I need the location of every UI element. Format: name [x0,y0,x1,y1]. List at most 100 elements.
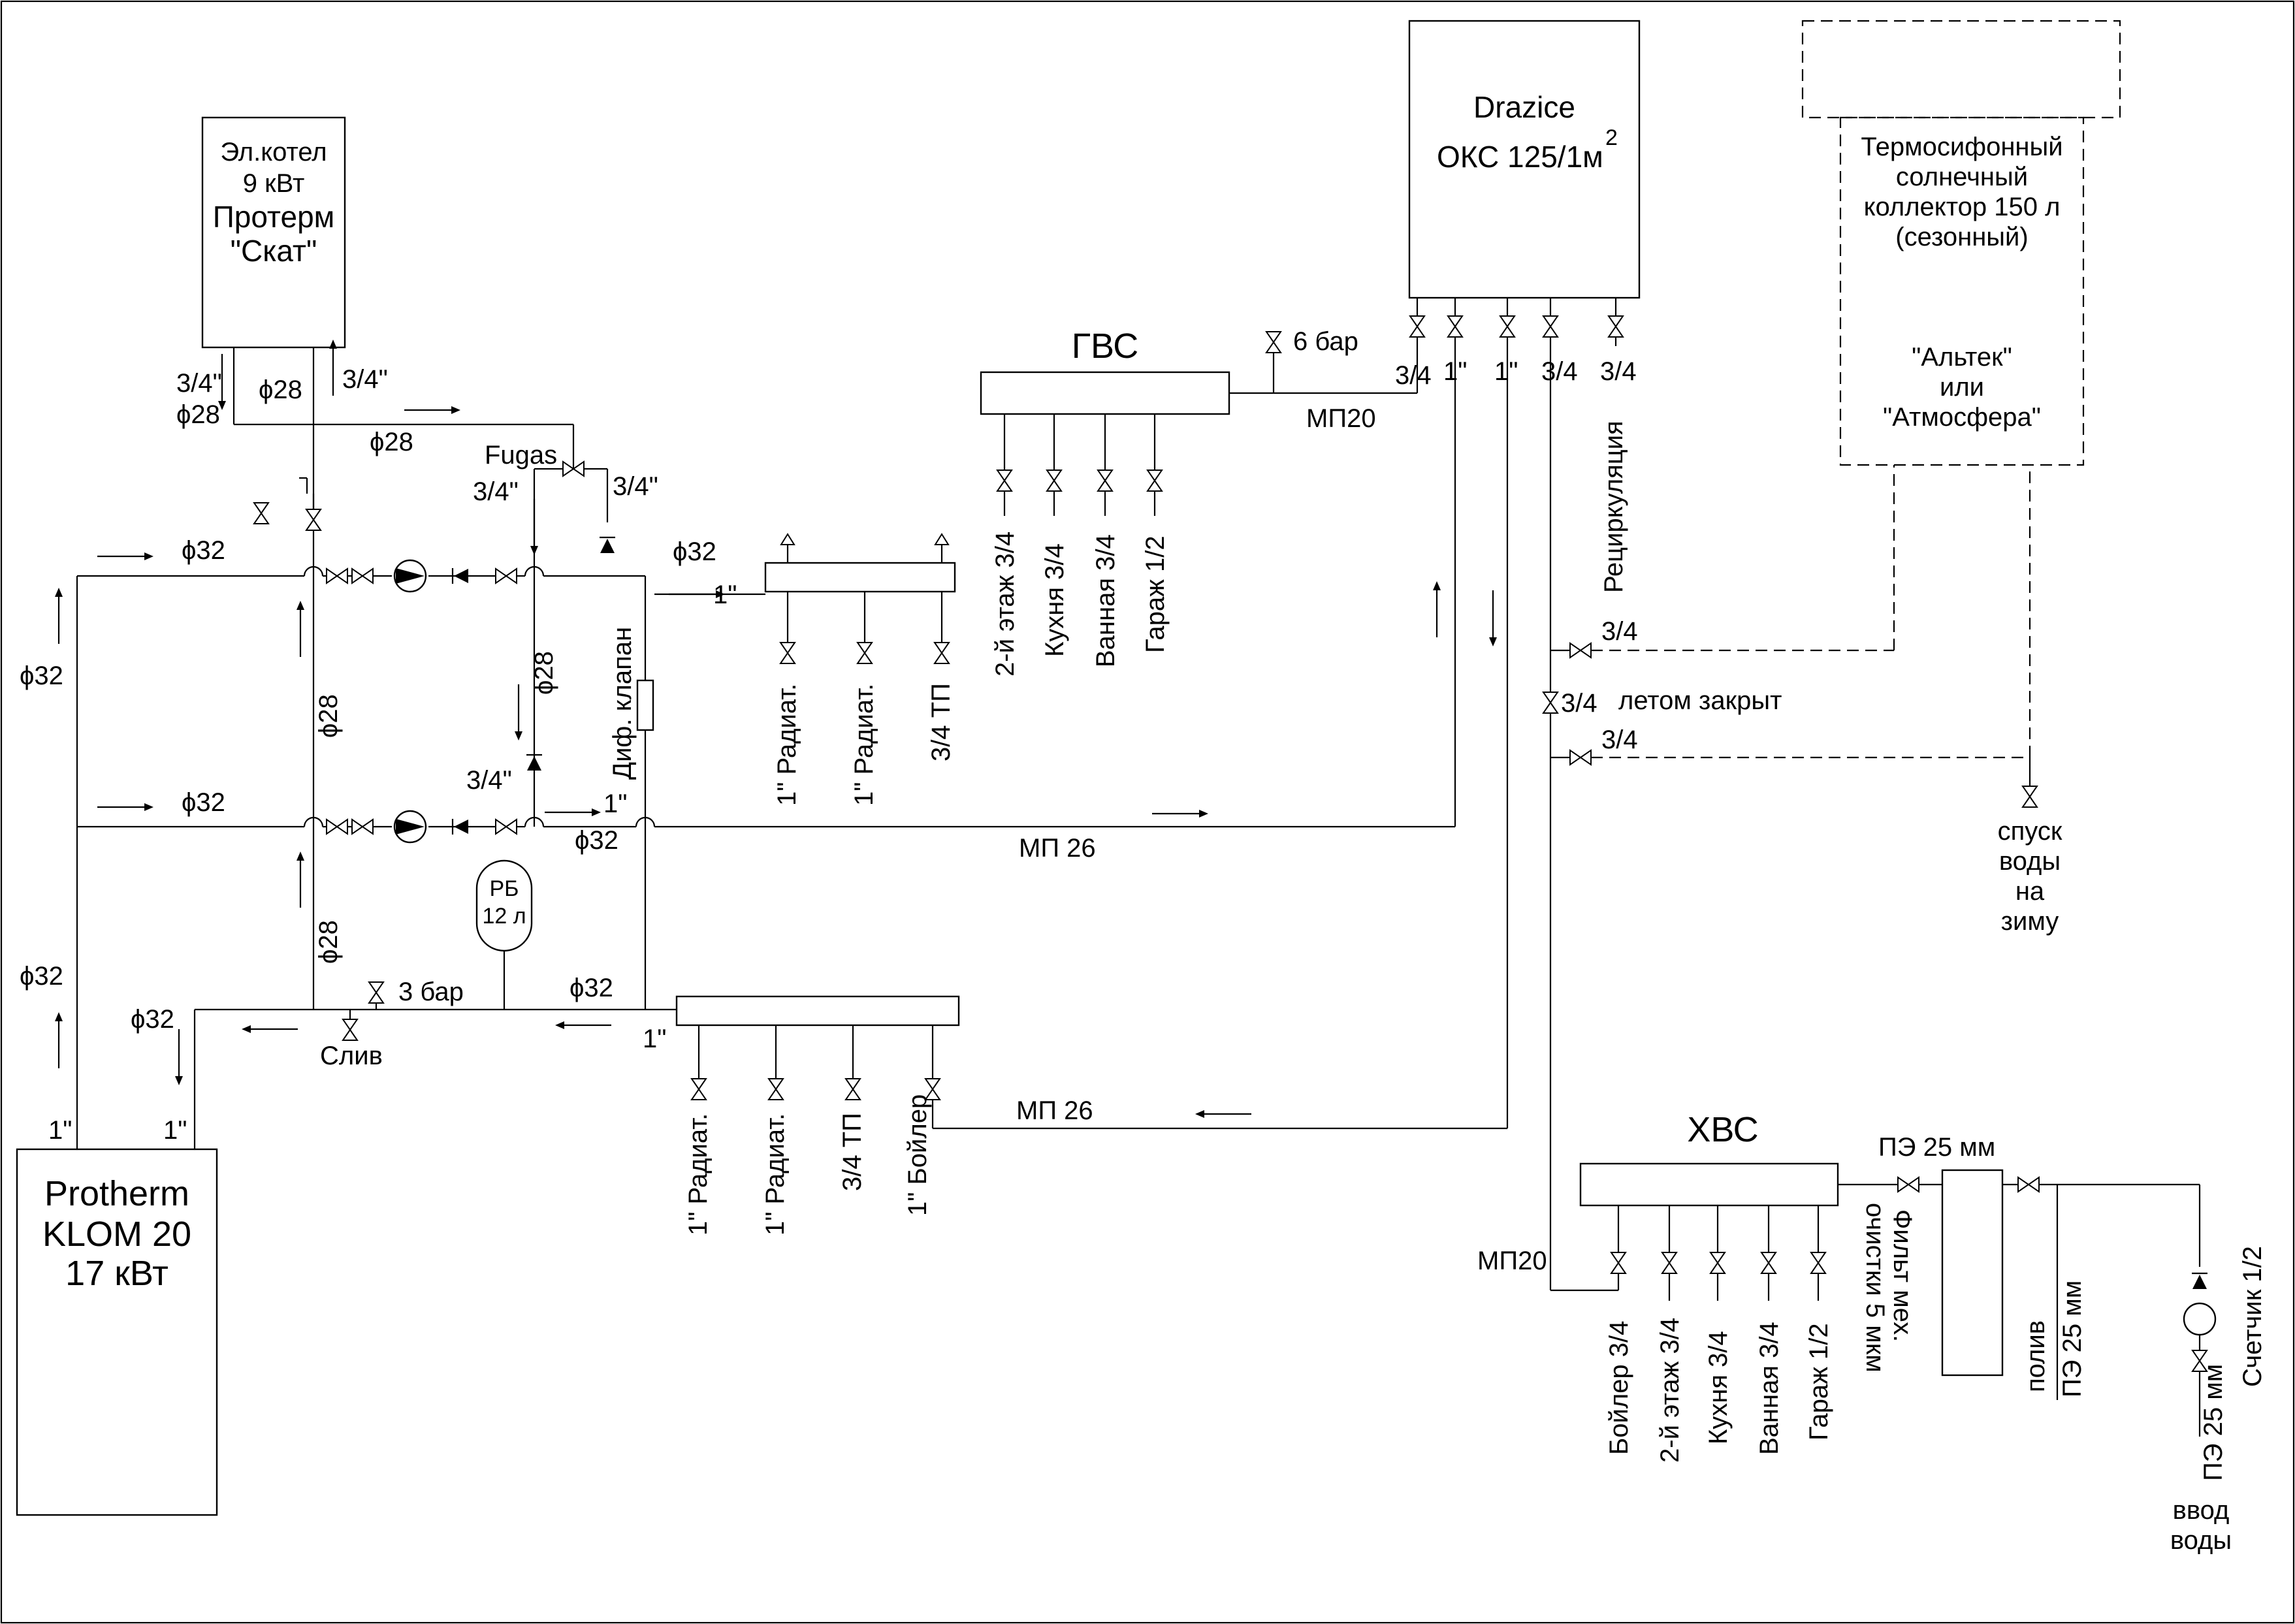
cold-outlet-5: Гараж 1/2 [1805,1323,1833,1441]
solar-port-lower: 3/4 [1601,725,1638,754]
flow-arrow [529,498,539,556]
hot-water-manifold: ГВС 6 бар МП20 2-й этаж 3/4 Кухня 3/4 Ва… [980,326,1419,677]
label-mp26-lower: МП 26 [1016,1096,1093,1125]
valve-floating-icon [253,502,269,524]
check-valve-lower-icon [451,818,470,836]
check-valve-fugas-icon [598,536,617,554]
hot-manifold-valve-label: 6 бар [1293,327,1358,356]
gas-boiler-line-3: 17 кВт [65,1254,169,1293]
diff-valve-label: Диф. клапан [608,627,637,780]
bar3-label: 3 бар [398,978,464,1006]
electric-boiler-line-1: Эл.котел [220,138,327,167]
flow-arrow [403,405,462,415]
solar-collector-line-5: "Альтек" [1912,343,2012,372]
gas-boiler: Protherm KLOM 20 17 кВт [16,1148,218,1516]
flow-arrow [54,586,64,645]
flow-arrow [1194,1109,1253,1119]
valve-upper-2 [351,568,374,584]
meter-check-valve-icon [2191,1272,2209,1290]
label-in1: 1" [48,1116,72,1145]
label-d28: ϕ28 [176,400,220,429]
meter-label: Счетчик 1/2 [2238,1246,2267,1387]
solar-collector: Термосифонный солнечный коллектор 150 л … [1801,20,2121,466]
solar-port-middle: 3/4 [1561,689,1597,718]
mech-filter-body [1941,1169,2004,1377]
heat-lower-outlet-2: 1" Радиат. [761,1113,790,1235]
flow-arrow [1151,808,1210,819]
label-mp26-upper: МП 26 [1019,834,1096,863]
solar-panel-outline [1801,20,2121,119]
flow-arrow [1432,580,1442,639]
diff-valve-body [636,679,654,731]
storage-tank-line-2: ОКС 125/1м [1437,140,1603,174]
gas-boiler-line-1: Protherm [44,1174,189,1213]
heat-upper-outlet-1: 1" Радиат. [773,684,801,806]
winter-drain-line-3: на [2015,877,2045,906]
flow-arrow [174,1028,184,1087]
flow-arrow [96,551,155,562]
filter-line-1: Фильт мех. [1888,1209,1917,1342]
summer-closed-label: летом закрыт [1618,686,1782,715]
valve-upper-1 [326,568,348,584]
expansion-tank-line-2: 12 л [482,904,526,929]
tank-ports: 3/4 1" 1" 3/4 3/4 Рециркуляция [1395,298,1637,1290]
solar-collector-line-6: или [1940,373,1984,402]
irrigation-line-1: полив [2021,1320,2050,1392]
expansion-tank-line-1: РБ [490,876,519,901]
label-d32: ϕ32 [673,537,716,566]
pipe-labels: 3/4" ϕ28 ϕ28 3/4" ϕ28 Fugas 3/4" 3/4" ϕ3… [20,365,1096,1145]
label-d32: ϕ32 [20,661,63,690]
solar-tank-outline [1839,116,2085,466]
label-d32: ϕ32 [20,962,63,991]
valve-upper-3 [495,568,517,584]
heat-lower-outlet-4: 1" Бойлер [903,1094,932,1216]
solar-port-upper: 3/4 [1601,617,1638,646]
solar-collector-line-3: коллектор 150 л [1864,193,2061,221]
cold-outlet-1: Бойлер 3/4 [1605,1321,1633,1455]
hot-manifold-title: ГВС [1072,326,1138,366]
label-d28: ϕ28 [314,694,343,738]
water-entry-line-1: ввод [2173,1496,2230,1525]
safety-valve-3bar-icon [368,981,384,1004]
electric-boiler-line-2: 9 кВт [243,169,305,198]
tank-port-5: 3/4 [1600,357,1637,386]
recirculation-label: Рециркуляция [1599,421,1628,593]
electric-boiler: Эл.котел 9 кВт Протерм "Скат" [201,116,346,349]
storage-tank-line-1: Drazice [1473,90,1575,124]
label-d32: ϕ32 [182,788,225,817]
label-in34: 3/4" [342,365,388,394]
heat-upper-outlet-2: 1" Радиат. [850,684,878,806]
electric-boiler-line-3: Протерм [213,200,335,234]
label-d32: ϕ32 [570,974,613,1002]
flow-arrow [1488,589,1498,648]
label-in34: 3/4" [473,477,519,506]
tank-port-3: 1" [1494,357,1518,386]
check-valve-upper-icon [451,567,470,585]
flow-arrow [295,850,306,909]
cold-manifold-pipe-label: МП20 [1477,1247,1547,1275]
label-in34: 3/4" [176,369,222,398]
pump-lower-icon [393,810,427,844]
label-d28: ϕ28 [259,375,302,404]
cold-manifold-inlet-label: ПЭ 25 мм [1878,1133,1995,1162]
electric-boiler-line-4: "Скат" [231,234,317,268]
heat-upper-outlet-3: 3/4 ТП [927,683,955,761]
cold-outlet-2: 2-й этаж 3/4 [1656,1318,1684,1463]
label-d32: ϕ32 [575,826,618,855]
solar-collector-line-4: (сезонный) [1895,223,2028,251]
hot-outlet-1: 2-й этаж 3/4 [991,532,1019,677]
hot-outlet-3: Ванная 3/4 [1091,534,1120,667]
cold-outlet-3: Кухня 3/4 [1704,1331,1733,1444]
cold-manifold-title: ХВС [1687,1110,1758,1149]
label-in1: 1" [163,1116,187,1145]
storage-tank: Drazice ОКС 125/1м 2 [1408,20,1641,299]
heat-lower-outlet-3: 3/4 ТП [838,1113,867,1191]
hot-manifold-pipe-label: МП20 [1306,404,1376,433]
label-d28: ϕ28 [314,920,343,964]
fugas-label: Fugas [485,441,557,470]
flow-arrow [240,1024,299,1034]
flow-arrow [543,807,602,818]
heat-lower-outlet-1: 1" Радиат. [684,1113,713,1235]
